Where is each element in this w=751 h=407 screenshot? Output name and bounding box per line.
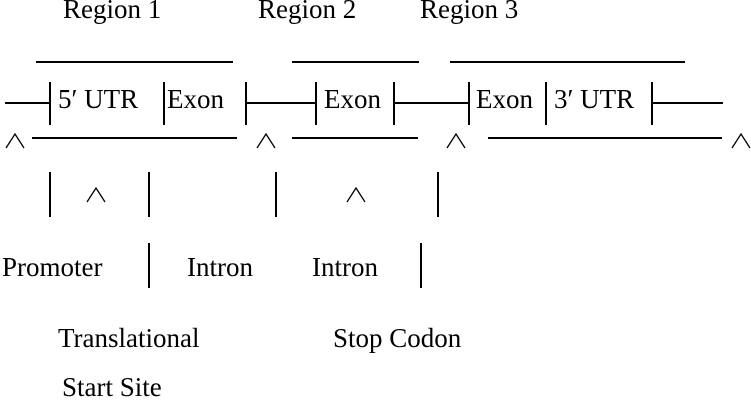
leader-line-promoter-left [49, 172, 51, 217]
caret-icon [731, 133, 751, 149]
caret-icon [346, 187, 366, 203]
intron-2-label: Intron [312, 252, 378, 282]
dna-line-intron-1-segment [245, 102, 317, 104]
boundary-tick-3 [245, 82, 247, 125]
translational-start-label-line-2: Start Site [62, 372, 162, 402]
region-3-bracket-line [450, 61, 685, 63]
leader-line-promoter-right [148, 172, 150, 217]
region-1-label: Region 1 [63, 0, 162, 24]
caret-icon [5, 133, 25, 149]
region-1-bracket-line [36, 61, 233, 63]
leader-line-translational-start [148, 243, 150, 288]
region-3-label: Region 3 [420, 0, 519, 24]
region-2-label: Region 2 [258, 0, 357, 24]
dna-line-right-flank [651, 102, 723, 104]
caret-icon [256, 133, 276, 149]
dna-line-intron-2-segment [393, 102, 470, 104]
dna-line-left-flank [5, 102, 51, 104]
leader-line-intron-1 [275, 172, 277, 217]
exon-2-label: Exon [324, 84, 381, 114]
caret-icon [446, 133, 466, 149]
underline-region-1 [32, 137, 237, 139]
boundary-tick-6 [468, 82, 470, 125]
boundary-tick-5 [393, 82, 395, 125]
exon-3-label: Exon [476, 84, 533, 114]
three-prime-utr-label: 3′ UTR [554, 84, 635, 114]
boundary-tick-8 [651, 82, 653, 125]
exon-1-label: Exon [167, 84, 224, 114]
underline-region-3 [488, 137, 722, 139]
translational-start-label-line-1: Translational [58, 323, 200, 353]
region-2-bracket-line [292, 61, 419, 63]
leader-line-intron-2 [437, 172, 439, 217]
stop-codon-label: Stop Codon [333, 323, 462, 353]
leader-line-stop-codon [420, 243, 422, 288]
underline-region-2 [292, 137, 418, 139]
boundary-tick-1 [49, 82, 51, 125]
promoter-label: Promoter [2, 252, 103, 282]
boundary-tick-7 [545, 82, 547, 125]
boundary-tick-2 [163, 82, 165, 125]
boundary-tick-4 [315, 82, 317, 125]
caret-icon [86, 187, 106, 203]
five-prime-utr-label: 5′ UTR [58, 84, 139, 114]
intron-1-label: Intron [187, 252, 253, 282]
